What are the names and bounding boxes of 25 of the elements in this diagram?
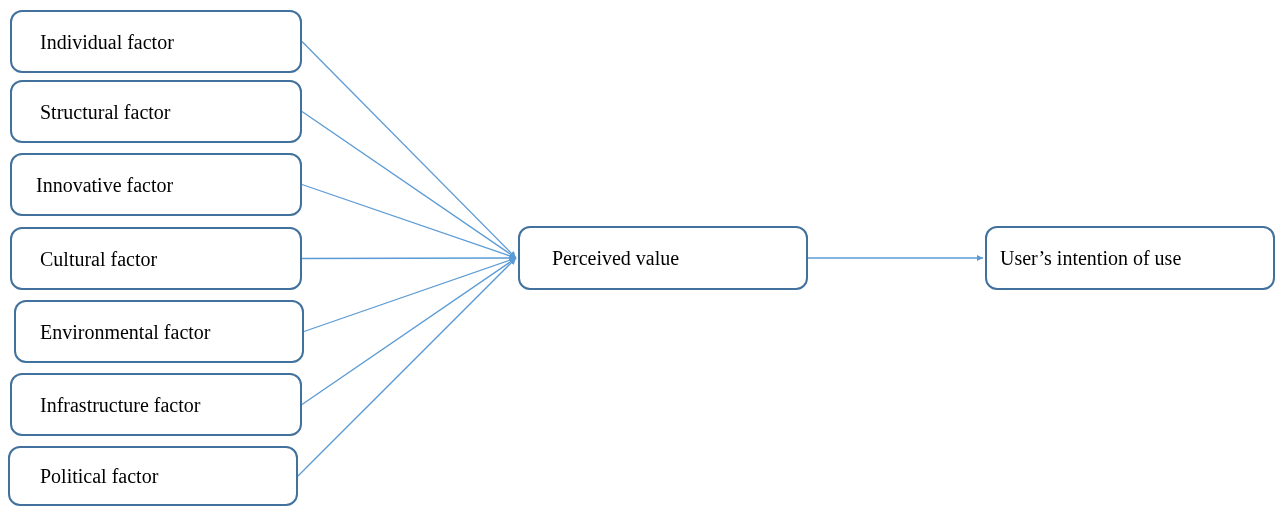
arrow <box>301 40 517 259</box>
node-label: Political factor <box>40 464 159 489</box>
arrow <box>301 110 517 259</box>
node-label: Perceived value <box>552 246 680 271</box>
factor-box <box>518 226 808 290</box>
node-label: Structural factor <box>40 99 171 125</box>
factor-box <box>10 10 302 73</box>
node-label: Environmental factor <box>40 319 211 345</box>
factor-box <box>14 300 304 363</box>
factor-box <box>8 446 298 506</box>
factor-box <box>10 373 302 436</box>
node-label: Individual factor <box>40 29 174 55</box>
factor-box <box>10 153 302 216</box>
arrow <box>301 257 517 406</box>
node-label: User’s intention of use <box>1000 246 1182 271</box>
arrow <box>303 257 517 333</box>
arrow <box>301 183 517 259</box>
factor-box <box>985 226 1275 290</box>
factor-box <box>10 80 302 143</box>
arrow <box>807 254 984 262</box>
node-label: Infrastructure factor <box>40 392 201 418</box>
factor-box <box>10 227 302 290</box>
node-label: Innovative factor <box>36 172 174 198</box>
arrow <box>297 257 517 477</box>
node-label: Cultural factor <box>40 246 158 272</box>
